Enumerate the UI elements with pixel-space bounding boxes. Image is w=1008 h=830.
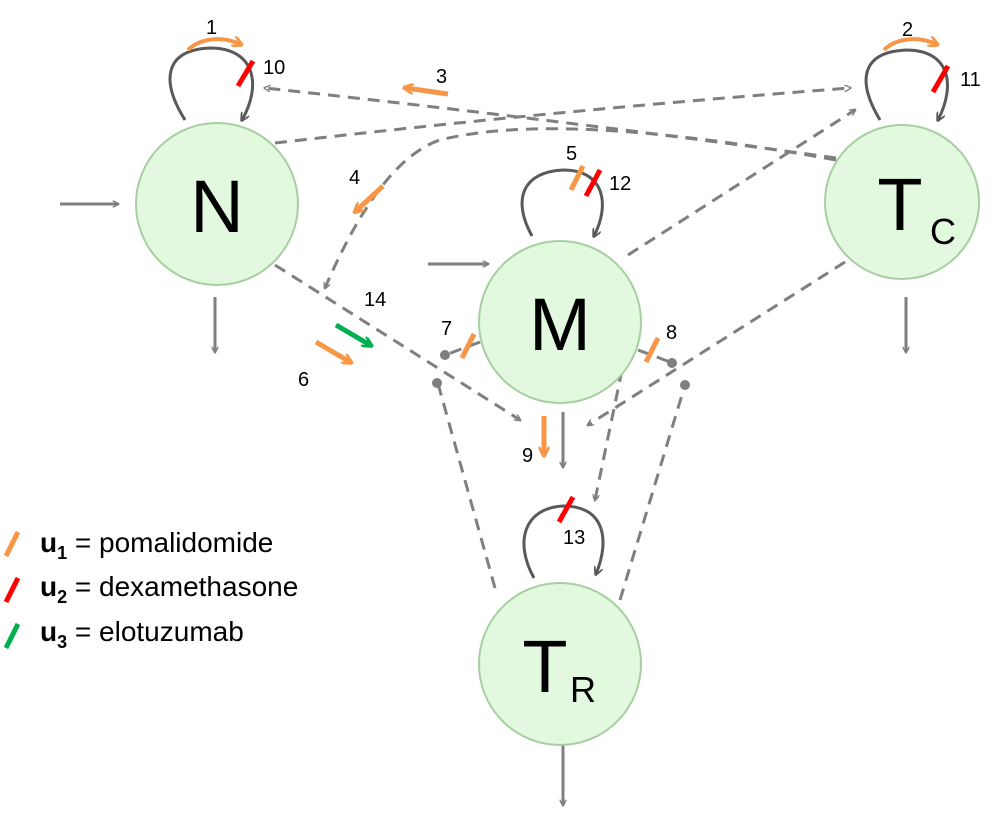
edge-number-2: 2 [902,19,913,41]
edge-number-13: 13 [563,527,585,549]
marker-1-pomalidomide [186,39,240,52]
edge-number-10: 10 [263,57,285,79]
self-loop-m [520,168,604,236]
drug-markers [186,39,951,524]
interaction-edges [265,88,855,601]
edge-m-to-tc [627,110,855,257]
svg-text:u2 = dexamethasone: u2 = dexamethasone [40,571,298,607]
marker-14-elotuzumab [334,322,370,345]
marker-8-pomalidomide [643,336,661,364]
flux-arrows [60,204,906,805]
legend-swatch-u2 [3,576,21,604]
edge-tr-inhibit-m-right [618,384,687,601]
node-n-label: N [190,165,243,248]
marker-13-dexamethasone [556,495,576,524]
edge-numbers: 1 2 3 4 5 6 7 8 9 10 11 12 13 14 [206,17,981,549]
node-n: N [135,122,299,286]
marker-10-dexamethasone [235,59,256,88]
legend-swatch-u1 [3,530,21,558]
node-tc-sub: C [930,211,956,252]
edge-number-11: 11 [960,69,981,91]
inhibition-dots [432,350,690,390]
legend-var-u3: u [40,616,57,647]
legend: u1 = pomalidomide u2 = dexamethasone u3 … [3,527,298,652]
edge-number-9: 9 [522,445,533,467]
legend-text-u3: = elotuzumab [67,616,244,647]
edge-number-5: 5 [566,143,577,165]
svg-text:u1 = pomalidomide: u1 = pomalidomide [40,527,273,563]
marker-11-dexamethasone [930,64,951,94]
legend-sub-u2: 2 [57,587,67,607]
node-m: M [478,240,642,404]
legend-text-u1: = pomalidomide [67,527,273,558]
legend-swatch-u3 [3,622,21,650]
edge-number-3: 3 [436,66,447,88]
legend-sub-u1: 1 [57,543,67,563]
marker-4-pomalidomide [356,184,385,211]
legend-text-u2: = dexamethasone [67,571,298,602]
self-loop-tr [522,504,605,579]
edge-number-6: 6 [298,369,309,391]
edge-n-to-tr [274,263,520,420]
legend-var-u2: u [40,571,57,602]
edge-tc-to-n [265,88,837,160]
edge-number-14: 14 [364,289,386,311]
edge-inhibit-8 [637,348,671,364]
edge-number-12: 12 [609,173,631,195]
edge-tc-to-tr [588,260,846,425]
node-tc-label: T [877,163,922,246]
marker-5-pomalidomide [568,164,586,192]
edge-number-8: 8 [666,322,677,344]
node-tr-sub: R [570,669,596,710]
legend-item-elotuzumab: u3 = elotuzumab [3,616,244,652]
node-tc: T C [824,124,980,280]
marker-7-pomalidomide [459,332,477,360]
svg-text:u3 = elotuzumab: u3 = elotuzumab [40,616,244,652]
edge-tr-inhibit-m-left [435,379,497,589]
marker-2-pomalidomide [882,39,936,52]
self-loops [168,46,949,579]
marker-12-dexamethasone [583,168,603,198]
edge-m-to-tr [595,369,624,500]
node-tr-label: T [522,625,567,708]
legend-var-u1: u [40,527,57,558]
edge-number-7: 7 [441,318,452,340]
marker-3-pomalidomide [406,88,449,97]
edge-number-4: 4 [349,167,360,189]
legend-sub-u3: 3 [57,632,67,652]
edge-n-to-tc [274,88,850,145]
self-loop-tc [864,48,949,120]
legend-item-dexamethasone: u2 = dexamethasone [3,571,298,607]
node-m-label: M [529,283,591,366]
legend-item-pomalidomide: u1 = pomalidomide [3,527,273,563]
marker-6-pomalidomide [314,339,350,362]
node-tr: T R [478,582,642,746]
edge-inhibit-7 [447,340,481,356]
edge-number-1: 1 [206,17,217,39]
self-loop-n [168,46,255,120]
